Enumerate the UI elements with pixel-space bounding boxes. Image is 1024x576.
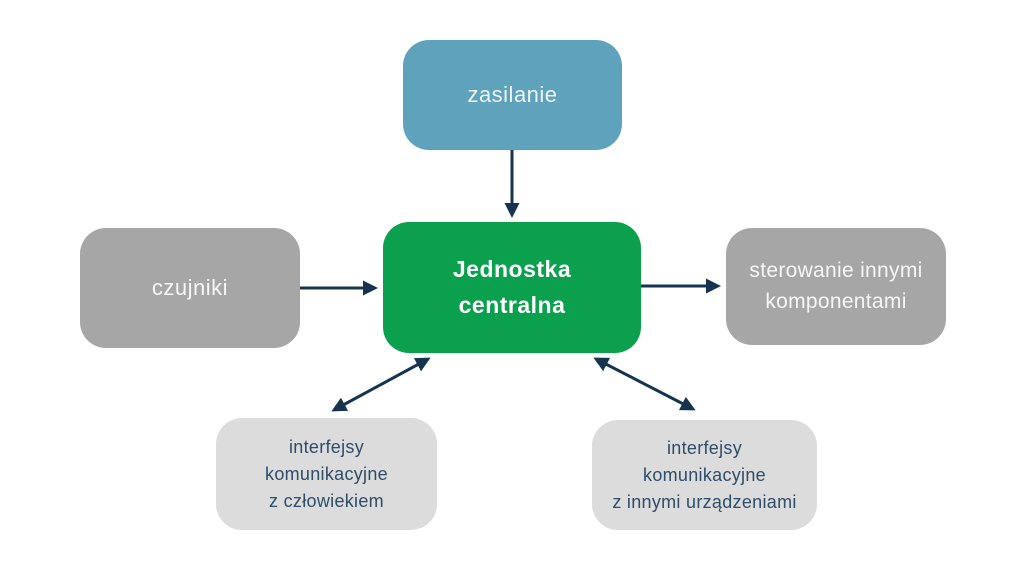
node-zasilanie: zasilanie [403,40,622,150]
arrow-central-interfejs-urzadzenia-two-way [593,357,696,411]
node-sterowanie-label: sterowanie innymi komponentami [749,259,923,313]
arrow-central-interfejs-czlowiek-two-way [331,357,431,412]
node-sterowanie-innymi-komponentami: sterowanie innymi komponentami [726,228,946,345]
node-czujniki: czujniki [80,228,300,348]
node-jednostka-centralna: Jednostka centralna [383,222,641,353]
node-zasilanie-label: zasilanie [467,82,558,107]
node-interfejsy-komunikacyjne-z-czlowiekiem: interfejsy komunikacyjne z człowiekiem [216,418,437,530]
node-interfejs-czlowiek-label: interfejsy komunikacyjne z człowiekiem [265,436,388,511]
node-interfejs-urzadzenia-label: interfejsy komunikacyjne z innymi urządz… [612,437,797,512]
node-czujniki-label: czujniki [151,275,229,300]
node-interfejsy-komunikacyjne-z-innymi-urzadzeniami: interfejsy komunikacyjne z innymi urządz… [592,420,817,530]
node-jednostka-centralna-label: Jednostka centralna [452,255,572,318]
